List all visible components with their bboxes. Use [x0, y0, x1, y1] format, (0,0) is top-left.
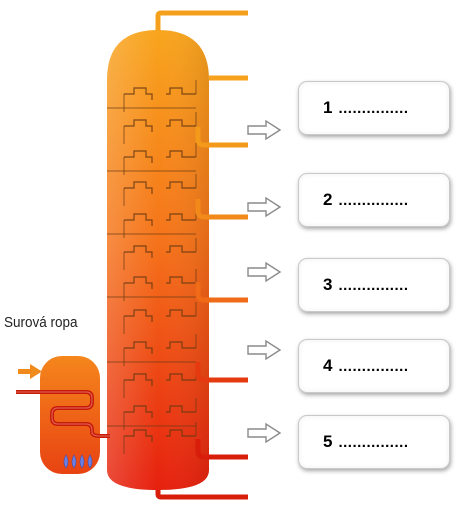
furnace	[16, 356, 110, 474]
answer-number: 4	[323, 356, 333, 375]
column-tray	[107, 80, 197, 112]
column-trays	[107, 80, 197, 454]
answer-number: 3	[323, 275, 333, 294]
crude-oil-label: Surová ropa	[4, 314, 78, 331]
burner-flame-icon	[63, 454, 93, 469]
right-arrow-outline-icon	[247, 196, 282, 218]
right-arrow-outline-icon	[247, 119, 282, 141]
side-pipe-1	[195, 127, 248, 148]
feed-arrow-icon	[18, 364, 42, 379]
flame-icon	[71, 454, 77, 469]
side-pipe-5	[195, 439, 248, 460]
bottom-residue-pipe	[155, 480, 248, 500]
answer-box-3[interactable]: 3...............	[298, 258, 450, 312]
distillation-column	[107, 30, 209, 490]
answer-number: 5	[323, 432, 333, 451]
column-tray	[123, 174, 197, 206]
answer-blank[interactable]: ...............	[338, 276, 409, 294]
column-tray	[123, 112, 197, 144]
column-tray	[107, 334, 197, 366]
answer-box-2[interactable]: 2...............	[298, 173, 450, 227]
column-tray	[123, 238, 197, 270]
answer-blank[interactable]: ...............	[338, 357, 409, 375]
answer-number: 2	[323, 190, 333, 209]
top-vapor-pipe	[155, 10, 248, 34]
side-draw-pipes	[195, 75, 248, 460]
answer-blank[interactable]: ...............	[338, 433, 409, 451]
side-pipe-3	[195, 282, 248, 303]
column-tray	[107, 206, 197, 238]
answer-box-1[interactable]: 1...............	[298, 81, 450, 135]
right-arrow-outline-icon	[247, 261, 282, 283]
answer-number: 1	[323, 98, 333, 117]
flame-icon	[63, 454, 69, 469]
side-pipe-4	[195, 362, 248, 383]
flame-icon	[87, 454, 93, 469]
flame-icon	[79, 454, 85, 469]
column-tray	[107, 398, 197, 430]
right-arrow-outline-icon	[247, 339, 282, 361]
column-tray	[107, 269, 197, 301]
right-arrow-outline-icon	[247, 422, 282, 444]
column-tray	[107, 143, 197, 175]
side-pipe-2	[195, 199, 248, 220]
answer-box-5[interactable]: 5...............	[298, 415, 450, 469]
column-tray	[123, 302, 197, 334]
output-arrows	[247, 119, 282, 444]
answer-blank[interactable]: ...............	[338, 191, 409, 209]
column-tray	[123, 422, 197, 454]
answer-blank[interactable]: ...............	[338, 99, 409, 117]
answer-box-4[interactable]: 4...............	[298, 339, 450, 393]
